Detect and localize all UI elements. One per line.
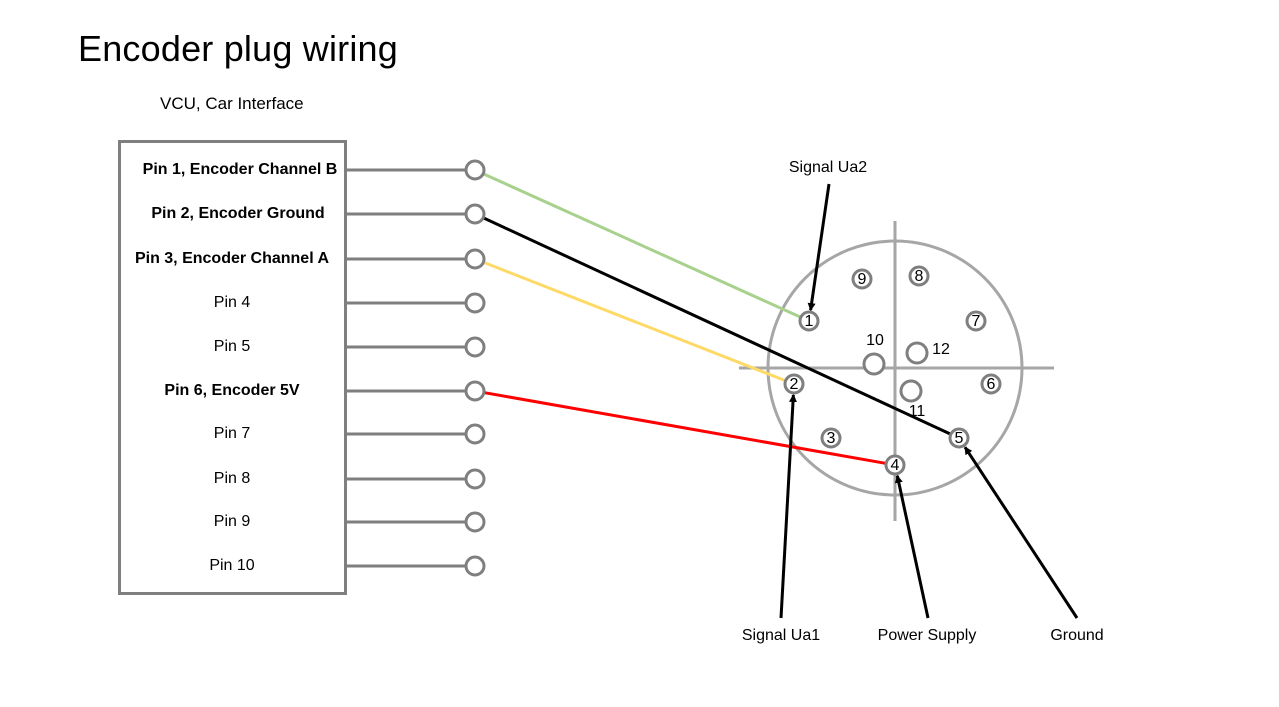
plug-pin-12-number: 12 [932, 341, 950, 358]
plug-pin-8 [908, 265, 930, 287]
plug-pin-1 [798, 310, 820, 332]
plug-pin-1-number: 1 [805, 313, 814, 330]
plug-pin-9-number: 9 [858, 271, 867, 288]
callout-arrow-signal-ua1 [779, 393, 797, 619]
wire-vcu2-to-plug5 [482, 216, 952, 436]
plug-pin-7 [965, 310, 987, 332]
wire-vcu3-to-plug2 [482, 260, 787, 383]
plug-pin-11 [899, 379, 923, 403]
vcu-pin-6-terminal [464, 380, 486, 402]
plug-pin-10 [862, 352, 886, 376]
plug-pin-6-number: 6 [987, 376, 996, 393]
vcu-pin-4-label: Pin 4 [213, 294, 251, 311]
callout-power-supply: Power Supply [877, 627, 977, 644]
plug-pin-5-number: 5 [955, 430, 964, 447]
vcu-pin-9-label: Pin 9 [213, 513, 251, 530]
vcu-pin-1-label: Pin 1, Encoder Channel B [142, 161, 338, 178]
plug-pin-12 [905, 341, 929, 365]
plug-pin-8-number: 8 [915, 268, 924, 285]
callout-arrow-signal-ua2 [807, 183, 831, 312]
callout-signal-ua2: Signal Ua2 [788, 159, 868, 176]
plug-pin-3 [820, 427, 842, 449]
plug-pin-9 [851, 268, 873, 290]
vcu-pin-1-terminal [464, 159, 486, 181]
vcu-pin-8-terminal [464, 468, 486, 490]
vcu-pin-4-terminal [464, 292, 486, 314]
vcu-connector-box [118, 140, 347, 595]
vcu-pin-7-label: Pin 7 [213, 425, 251, 442]
plug-pin-5 [948, 427, 970, 449]
callout-arrow-power-supply [894, 474, 930, 619]
vcu-pin-2-label: Pin 2, Encoder Ground [151, 205, 325, 222]
wire-vcu1-to-plug1 [482, 172, 802, 319]
callout-signal-ua1: Signal Ua1 [741, 627, 821, 644]
wire-vcu6-to-plug4 [483, 391, 887, 465]
vcu-pin-3-label: Pin 3, Encoder Channel A [134, 250, 330, 267]
plug-pin-4-number: 4 [891, 457, 900, 474]
plug-pin-4 [884, 454, 906, 476]
vcu-pin-5-terminal [464, 336, 486, 358]
plug-pin-2-number: 2 [790, 376, 799, 393]
vcu-pin-2-terminal [464, 203, 486, 225]
plug-pin-3-number: 3 [827, 430, 836, 447]
plug-pin-7-number: 7 [972, 313, 981, 330]
plug-pin-6 [980, 373, 1002, 395]
plug-pin-10-number: 10 [866, 332, 884, 349]
callout-arrow-ground [963, 446, 1079, 619]
vcu-pin-10-label: Pin 10 [209, 557, 255, 574]
vcu-pin-10-terminal [464, 555, 486, 577]
plug-pin-2 [783, 373, 805, 395]
vcu-subtitle: VCU, Car Interface [160, 94, 304, 113]
vcu-pin-8-label: Pin 8 [213, 470, 251, 487]
page-title: Encoder plug wiring [78, 28, 398, 69]
vcu-pin-7-terminal [464, 423, 486, 445]
callout-ground: Ground [1050, 627, 1104, 644]
plug-pin-11-number: 11 [909, 403, 926, 420]
vcu-pin-3-terminal [464, 248, 486, 270]
vcu-pin-9-terminal [464, 511, 486, 533]
vcu-pin-6-label: Pin 6, Encoder 5V [164, 382, 300, 399]
vcu-pin-5-label: Pin 5 [213, 338, 251, 355]
